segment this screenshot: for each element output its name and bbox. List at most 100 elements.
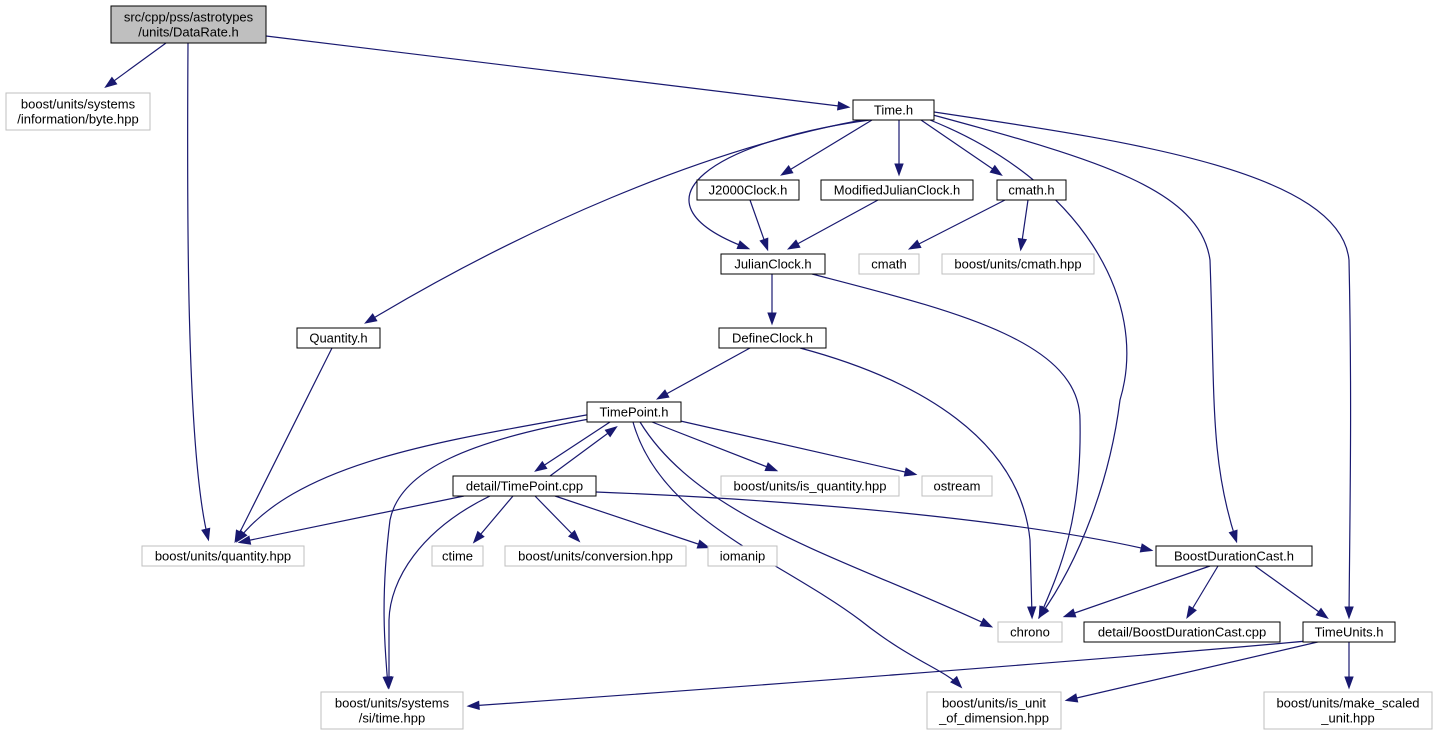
node-box	[720, 475, 900, 497]
edge-arrowhead	[1027, 606, 1037, 620]
node-quantityhpp: boost/units/quantity.hpp	[141, 545, 305, 567]
node-timepoint[interactable]: TimePoint.h	[586, 401, 682, 423]
edge-line	[651, 421, 776, 471]
node-julian[interactable]: JulianClock.h	[720, 253, 826, 275]
edge-time-to-cmathh	[920, 119, 1003, 176]
edge-line	[549, 427, 616, 477]
edge-tpcpp-to-quantityhpp	[237, 495, 465, 545]
edge-cmathh-to-cmath	[907, 199, 1006, 250]
node-label: iomanip	[720, 549, 766, 564]
edge-datarate-to-time	[265, 35, 851, 111]
edge-arrowhead	[235, 529, 248, 543]
node-label: boost/units/conversion.hpp	[518, 549, 673, 564]
edge-line	[811, 273, 1081, 617]
edge-arrowhead	[1064, 693, 1079, 703]
node-label: Time.h	[874, 103, 913, 118]
edge-line	[536, 421, 611, 471]
node-isquantity: boost/units/is_quantity.hpp	[720, 475, 900, 497]
edge-arrowhead	[1228, 529, 1238, 544]
node-box	[1155, 545, 1313, 567]
edge-arrowhead	[764, 462, 779, 472]
node-box	[1263, 691, 1433, 730]
edge-timepoint-to-quantityhpp	[235, 413, 593, 543]
node-sitime: boost/units/systems/si/time.hpp	[320, 691, 464, 730]
node-box	[852, 99, 935, 121]
node-tpcpp[interactable]: detail/TimePoint.cpp	[452, 475, 597, 497]
edge-time-to-mjclock	[894, 120, 904, 177]
edge-arrowhead	[903, 467, 918, 477]
node-quantityh[interactable]: Quantity.h	[296, 327, 381, 349]
node-box	[296, 327, 381, 349]
node-label: chrono	[1010, 625, 1050, 640]
edge-timepoint-to-ostream	[675, 419, 918, 477]
node-box	[718, 327, 827, 349]
node-label: _unit.hpp	[1320, 711, 1375, 726]
edge-mjclock-to-julian	[786, 199, 879, 250]
edge-julian-to-defineclock	[767, 274, 777, 326]
edge-arrowhead	[655, 389, 670, 400]
edge-cmathh-to-bucmath	[1017, 199, 1029, 252]
edge-arrowhead	[201, 527, 211, 542]
node-timeunits[interactable]: TimeUnits.h	[1302, 621, 1396, 643]
edge-line	[1065, 565, 1211, 617]
node-bdc[interactable]: BoostDurationCast.h	[1155, 545, 1313, 567]
edge-line	[240, 495, 465, 543]
node-box	[858, 253, 920, 275]
node-label: _of_dimension.hpp	[938, 711, 1049, 726]
edge-line	[366, 119, 863, 323]
edge-line	[782, 119, 873, 175]
edge-timepoint-to-chrono	[639, 421, 994, 628]
node-box	[141, 545, 305, 567]
node-ctime: ctime	[431, 545, 484, 567]
edge-line	[1254, 565, 1327, 618]
node-time[interactable]: Time.h	[852, 99, 935, 121]
node-mjclock[interactable]: ModifiedJulianClock.h	[820, 179, 974, 201]
edge-line	[658, 347, 751, 399]
edge-arrowhead	[472, 530, 485, 544]
node-isunit: boost/units/is_unit_of_dimension.hpp	[926, 691, 1062, 730]
edge-arrowhead	[1344, 606, 1354, 620]
edge-timeunits-to-isunit	[1064, 640, 1323, 703]
edge-arrowhead	[836, 101, 851, 111]
node-j2000[interactable]: J2000Clock.h	[696, 179, 800, 201]
node-box	[997, 621, 1063, 643]
edge-arrowhead	[534, 460, 548, 472]
node-box	[452, 475, 597, 497]
node-cmathh[interactable]: cmath.h	[996, 179, 1067, 201]
edge-arrowhead	[1344, 676, 1354, 690]
edge-timepoint-to-isunit	[632, 421, 963, 689]
node-label: /units/DataRate.h	[138, 25, 238, 40]
node-cmath: cmath	[858, 253, 920, 275]
node-label: /si/time.hpp	[359, 711, 425, 726]
node-box	[431, 545, 484, 567]
edge-line	[1187, 565, 1219, 617]
edge-defineclock-to-timepoint	[655, 347, 751, 400]
node-label: TimeUnits.h	[1315, 625, 1384, 640]
edge-line	[789, 199, 879, 249]
node-box	[504, 545, 687, 567]
edge-line	[383, 417, 596, 687]
edge-arrowhead	[989, 164, 1003, 176]
node-label: /information/byte.hpp	[17, 112, 138, 127]
node-label: TimePoint.h	[600, 405, 669, 420]
edge-arrowhead	[466, 700, 480, 711]
node-box	[320, 691, 464, 730]
node-label: detail/TimePoint.cpp	[466, 479, 583, 494]
edge-timeunits-to-sitime	[466, 640, 1308, 711]
edge-tpcpp-to-sitime	[384, 495, 491, 690]
edge-line	[534, 495, 579, 541]
node-bdccpp[interactable]: detail/BoostDurationCast.cpp	[1083, 621, 1281, 643]
edge-arrowhead	[894, 163, 904, 177]
node-makescaled: boost/units/make_scaled_unit.hpp	[1263, 691, 1433, 730]
node-label: boost/units/is_unit	[942, 696, 1046, 711]
edge-arrowhead	[1017, 237, 1028, 252]
edge-line	[910, 199, 1006, 249]
node-datarate[interactable]: src/cpp/pss/astrotypes/units/DataRate.h	[110, 5, 267, 44]
edge-arrowhead	[767, 312, 777, 326]
edge-arrowhead	[979, 617, 994, 628]
node-byte: boost/units/systems/information/byte.hpp	[5, 92, 151, 131]
edge-arrowhead	[364, 313, 378, 324]
edge-j2000-to-julian	[749, 199, 769, 252]
node-defineclock[interactable]: DefineClock.h	[718, 327, 827, 349]
